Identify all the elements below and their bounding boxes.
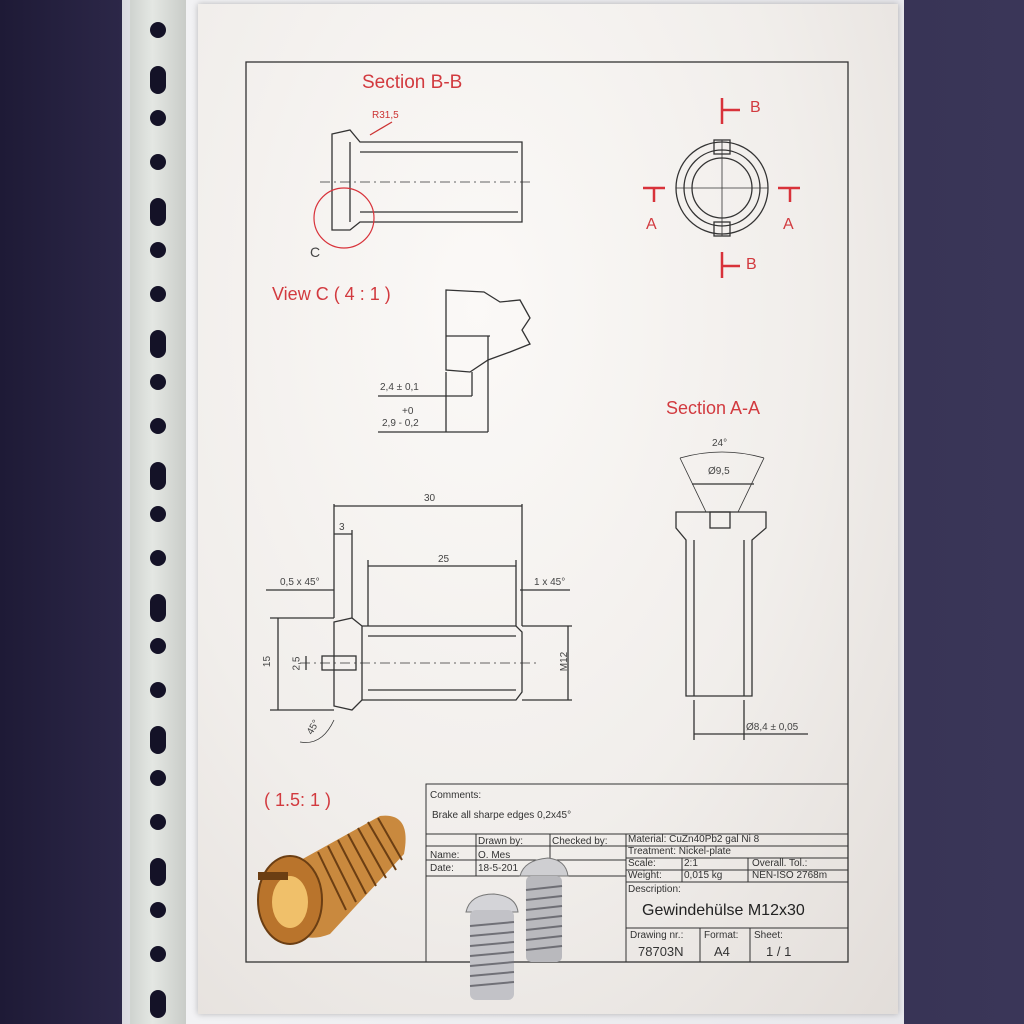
section-b-bottom: B (746, 256, 757, 273)
dim-length: 30 (424, 493, 436, 504)
punch-hole (150, 198, 166, 226)
nickel-screws (465, 857, 569, 1000)
dim-height: 15 (262, 655, 274, 668)
comments-label: Comments: (430, 790, 482, 801)
punch-hole (150, 418, 166, 434)
view-c-detail (378, 289, 531, 433)
punch-hole (150, 814, 166, 830)
section-a-right: A (783, 216, 794, 233)
punch-hole (150, 462, 166, 490)
section-aa-outer: Ø8,4 ± 0,05 (746, 722, 799, 733)
name-value: O. Mes (478, 850, 511, 861)
punch-hole (150, 638, 166, 654)
treatment: Treatment: Nickel-plate (628, 846, 731, 857)
dim-slot: 2,5 (291, 656, 303, 671)
drawing-nr-label: Drawing nr.: (630, 930, 684, 941)
punch-hole (150, 154, 166, 170)
section-markers (643, 98, 800, 278)
punch-hole (150, 770, 166, 786)
view-c-dim2: 2,9 - 0,2 (382, 418, 419, 429)
punch-hole (150, 242, 166, 258)
checked-by-label: Checked by: (552, 836, 608, 847)
punch-hole (150, 682, 166, 698)
weight-value: 0,015 kg (684, 870, 723, 881)
end-view (675, 139, 769, 237)
dim-thread-length: 25 (438, 554, 450, 565)
punch-hole (150, 946, 166, 962)
punch-hole (150, 22, 166, 38)
name-label: Name: (430, 850, 460, 861)
dim-chamfer-right: 1 x 45° (534, 577, 566, 588)
section-aa-title: Section A-A (666, 398, 761, 418)
isometric-brass-part (257, 815, 406, 945)
format-value: A4 (714, 944, 730, 959)
radius-label: R31,5 (372, 110, 399, 121)
date-value: 18-5-201 (478, 863, 519, 874)
section-b-top: B (750, 99, 761, 116)
date-label: Date: (430, 863, 454, 874)
punch-hole (150, 374, 166, 390)
punch-hole (150, 726, 166, 754)
iso-scale-label: ( 1.5: 1 ) (264, 790, 332, 810)
format-label: Format: (704, 930, 739, 941)
detail-c-circle (313, 187, 375, 249)
view-c-dim1: 2,4 ± 0,1 (380, 382, 419, 393)
punch-hole (150, 550, 166, 566)
punch-hole (150, 902, 166, 918)
drawn-by-label: Drawn by: (478, 836, 524, 847)
view-c-title: View C ( 4 : 1 ) (272, 284, 391, 304)
overall-tol-label: Overall. Tol.: (752, 858, 808, 869)
view-c-dim2-upper: +0 (402, 406, 414, 417)
section-bb-profile (320, 121, 530, 231)
section-a-left: A (646, 216, 657, 233)
sheet-label: Sheet: (754, 930, 783, 941)
dim-flange: 3 (339, 522, 345, 533)
material: Material: CuZn40Pb2 gal Ni 8 (628, 834, 760, 845)
punch-hole (150, 66, 166, 94)
section-aa-profile (675, 451, 808, 740)
section-bb-title: Section B-B (362, 72, 463, 93)
tolerance-value: NEN-ISO 2768m (752, 870, 828, 881)
section-aa-bore: Ø9,5 (708, 466, 730, 477)
sheet-value: 1 / 1 (766, 944, 792, 959)
punch-hole (150, 506, 166, 522)
dim-chamfer-left: 0,5 x 45° (280, 577, 320, 588)
punch-hole (150, 110, 166, 126)
description-value: Gewindehülse M12x30 (642, 902, 805, 919)
scale-value: 2:1 (684, 858, 698, 869)
weight-label: Weight: (628, 870, 662, 881)
punch-hole (150, 990, 166, 1018)
scale-label: Scale: (628, 858, 656, 869)
drawing-nr-value: 78703N (638, 944, 684, 959)
dim-thread: M12 (559, 651, 571, 672)
punch-hole (150, 858, 166, 886)
comments-text: Brake all sharpe edges 0,2x45° (432, 810, 572, 821)
description-label: Description: (628, 884, 681, 895)
punch-hole (150, 286, 166, 302)
detail-c-label: C (310, 244, 321, 260)
section-aa-angle: 24° (712, 438, 728, 449)
punch-hole (150, 594, 166, 622)
punch-hole (150, 330, 166, 358)
side-view-profile (266, 504, 572, 743)
